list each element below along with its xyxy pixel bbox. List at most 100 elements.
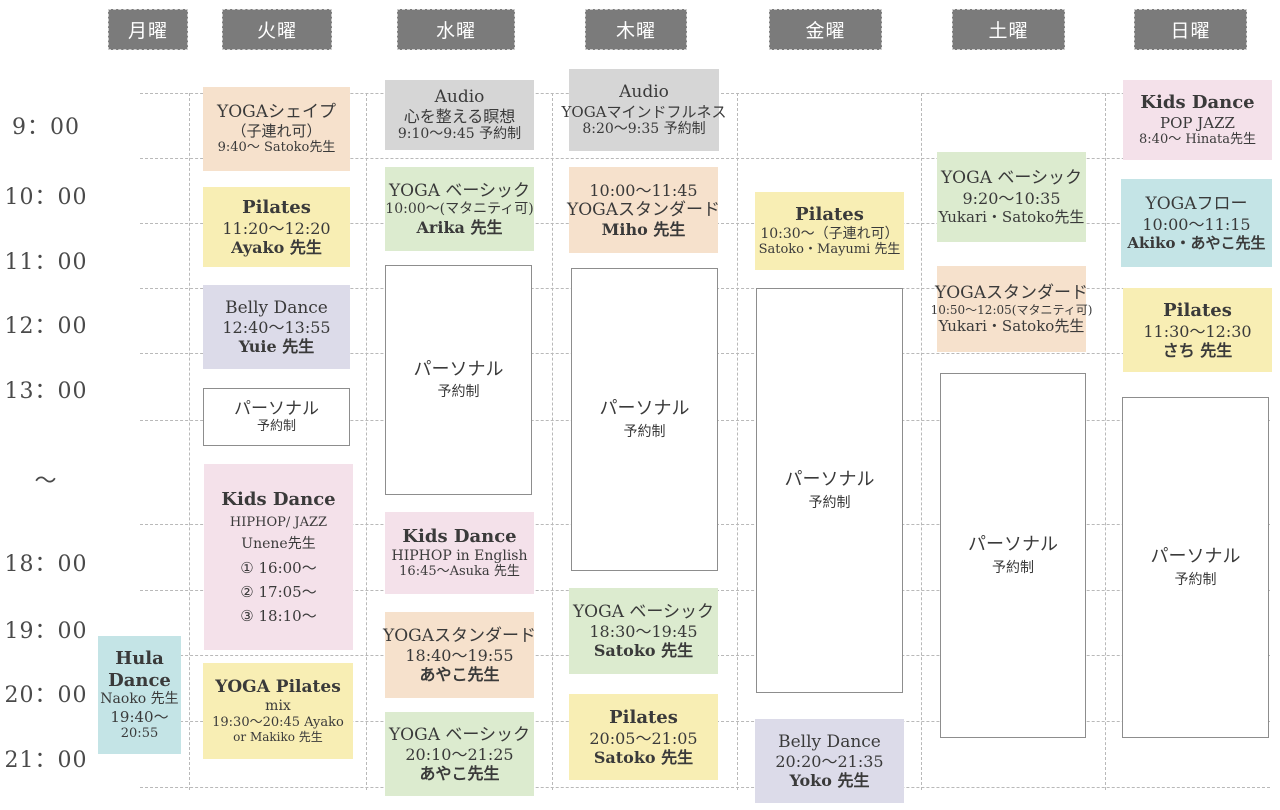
- class-title: Dance: [108, 669, 171, 691]
- class-instructor: Satoko・Mayumi 先生: [758, 242, 901, 258]
- class-instructor: Miho 先生: [601, 220, 686, 240]
- class-block-personal[interactable]: パーソナル 予約制: [571, 268, 718, 571]
- class-block-yoga-standard[interactable]: 10:00～11:45 YOGAスタンダード Miho 先生: [567, 167, 720, 253]
- class-block-pilates[interactable]: Pilates 11:30～12:30 さち 先生: [1123, 288, 1272, 372]
- class-note: 予約制: [808, 494, 851, 511]
- class-title: Pilates: [795, 204, 864, 225]
- class-time: ① 16:00～: [240, 558, 317, 577]
- class-time: 11:30～12:30: [1143, 321, 1252, 341]
- class-title: Belly Dance: [778, 731, 881, 752]
- class-note: （子連れ可）: [231, 122, 322, 141]
- class-block-yoga-basic[interactable]: YOGA ベーシック 10:00～(マタニティ可) Arika 先生: [385, 167, 534, 251]
- time-label: 19：00: [4, 619, 88, 644]
- grid-line: [366, 93, 367, 790]
- class-block-personal[interactable]: パーソナル 予約制: [203, 388, 350, 446]
- class-time: 8:40～ Hinata先生: [1139, 132, 1256, 147]
- class-note: 予約制: [623, 423, 666, 440]
- time-label: 20：00: [4, 683, 88, 708]
- class-block-kids-dance[interactable]: Kids Dance HIPHOP in English 16:45～Asuka…: [385, 512, 534, 594]
- class-block-audio-meditation[interactable]: Audio 心を整える瞑想 9:10～9:45 予約制: [385, 80, 534, 150]
- class-title: パーソナル: [1150, 546, 1241, 568]
- class-time: 9:10～9:45 予約制: [397, 126, 522, 143]
- class-block-yoga-basic[interactable]: YOGA ベーシック 20:10～21:25 あやこ先生: [385, 712, 534, 796]
- grid-line: [921, 93, 922, 790]
- class-block-belly-dance[interactable]: Belly Dance 12:40～13:55 Yuie 先生: [203, 285, 350, 369]
- class-instructor: さち 先生: [1162, 340, 1233, 360]
- class-block-yoga-standard[interactable]: YOGAスタンダード 18:40～19:55 あやこ先生: [382, 612, 537, 698]
- class-subtitle: HIPHOP in English: [391, 547, 528, 564]
- class-subtitle: mix: [265, 697, 291, 714]
- class-instructor: Arika 先生: [416, 218, 503, 237]
- class-block-personal[interactable]: パーソナル 予約制: [940, 373, 1086, 738]
- class-block-yoga-basic[interactable]: YOGA ベーシック 9:20～10:35 Yukari・Satoko先生: [937, 152, 1086, 242]
- time-label: 11：00: [4, 250, 88, 275]
- class-instructor: あやこ先生: [419, 764, 500, 784]
- class-note: 予約制: [1174, 571, 1217, 588]
- class-time: 18:30～19:45: [589, 622, 698, 641]
- class-title: Hula: [115, 648, 164, 670]
- class-title: YOGAフロー: [1145, 194, 1248, 215]
- grid-line: [552, 93, 553, 790]
- time-label: 10：00: [4, 185, 88, 210]
- header-friday: 金曜: [769, 9, 882, 50]
- time-label: 12：00: [4, 314, 88, 339]
- class-subtitle: POP JAZZ: [1160, 114, 1235, 132]
- class-time: 10:30～（子連れ可）: [760, 225, 899, 242]
- class-block-kids-dance[interactable]: Kids Dance POP JAZZ 8:40～ Hinata先生: [1123, 80, 1272, 160]
- class-title: Belly Dance: [225, 297, 328, 318]
- header-tuesday: 火曜: [222, 9, 332, 50]
- class-time: 8:20～9:35 予約制: [582, 120, 706, 137]
- class-time: 12:40～13:55: [222, 318, 331, 337]
- class-title: YOGA ベーシック: [388, 180, 531, 201]
- class-note: 予約制: [256, 419, 296, 435]
- class-title: Pilates: [1163, 300, 1232, 322]
- class-instructor: Ayako 先生: [231, 237, 322, 257]
- time-label: ～: [34, 469, 58, 494]
- class-time: 18:40～19:55: [405, 646, 514, 665]
- class-instructor: Satoko 先生: [593, 641, 694, 661]
- class-title: YOGAスタンダード: [382, 625, 537, 646]
- class-title: パーソナル: [234, 399, 319, 419]
- class-block-pilates[interactable]: Pilates 11:20～12:20 Ayako 先生: [203, 187, 350, 267]
- class-instructor: Yukari・Satoko先生: [938, 317, 1085, 336]
- class-time: 10:50～12:05(マタニティ可): [930, 303, 1093, 317]
- class-block-personal[interactable]: パーソナル 予約制: [756, 288, 903, 693]
- class-block-personal[interactable]: パーソナル 予約制: [385, 265, 532, 495]
- class-time: 20:55: [120, 726, 159, 742]
- class-instructor: Satoko 先生: [593, 747, 694, 767]
- class-block-pilates[interactable]: Pilates 10:30～（子連れ可） Satoko・Mayumi 先生: [755, 192, 904, 270]
- class-block-yoga-basic[interactable]: YOGA ベーシック 18:30～19:45 Satoko 先生: [569, 588, 718, 674]
- class-subtitle: 心を整える瞑想: [403, 107, 516, 127]
- class-title: Pilates: [609, 707, 678, 729]
- class-title: Kids Dance: [402, 526, 517, 547]
- class-block-personal[interactable]: パーソナル 予約制: [1122, 397, 1269, 738]
- class-block-yoga-shape[interactable]: YOGAシェイプ （子連れ可） 9:40～ Satoko先生: [203, 87, 350, 171]
- class-time: 11:20～12:20: [222, 218, 331, 238]
- class-block-pilates[interactable]: Pilates 20:05～21:05 Satoko 先生: [569, 694, 718, 780]
- class-time: 9:40～ Satoko先生: [217, 140, 336, 156]
- class-title: YOGA ベーシック: [572, 601, 715, 622]
- class-time: ③ 18:10～: [240, 606, 317, 625]
- grid-line: [737, 93, 738, 790]
- time-label: 13：00: [4, 379, 88, 404]
- class-title: YOGA ベーシック: [388, 724, 531, 745]
- class-title: Kids Dance: [221, 489, 336, 510]
- class-block-yoga-pilates-mix[interactable]: YOGA Pilates mix 19:30～20:45 Ayako or Ma…: [203, 663, 353, 759]
- time-label: 9：00: [12, 115, 80, 140]
- class-title: パーソナル: [599, 398, 690, 420]
- class-block-hula-dance[interactable]: Hula Dance Naoko 先生 19:40～ 20:55: [98, 636, 181, 754]
- class-block-belly-dance[interactable]: Belly Dance 20:20～21:35 Yoko 先生: [755, 719, 904, 803]
- class-block-audio-mindfulness[interactable]: Audio YOGAマインドフルネス 8:20～9:35 予約制: [562, 69, 727, 151]
- class-subtitle: YOGAマインドフルネス: [561, 102, 727, 121]
- class-subtitle: HIPHOP/ JAZZ: [229, 514, 328, 530]
- class-instructor: あやこ先生: [419, 665, 500, 685]
- class-block-yoga-standard[interactable]: YOGAスタンダード 10:50～12:05(マタニティ可) Yukari・Sa…: [931, 266, 1092, 352]
- class-title: Audio: [619, 82, 669, 103]
- time-label: 21：00: [4, 748, 88, 773]
- header-saturday: 土曜: [952, 9, 1065, 50]
- header-thursday: 木曜: [585, 9, 687, 50]
- class-instructor: Yoko 先生: [789, 771, 870, 791]
- class-block-yoga-flow[interactable]: YOGAフロー 10:00～11:15 Akiko・あやこ先生: [1121, 179, 1272, 267]
- class-block-kids-dance[interactable]: Kids Dance HIPHOP/ JAZZ Unene先生 ① 16:00～…: [204, 464, 353, 650]
- class-title: Pilates: [242, 197, 311, 219]
